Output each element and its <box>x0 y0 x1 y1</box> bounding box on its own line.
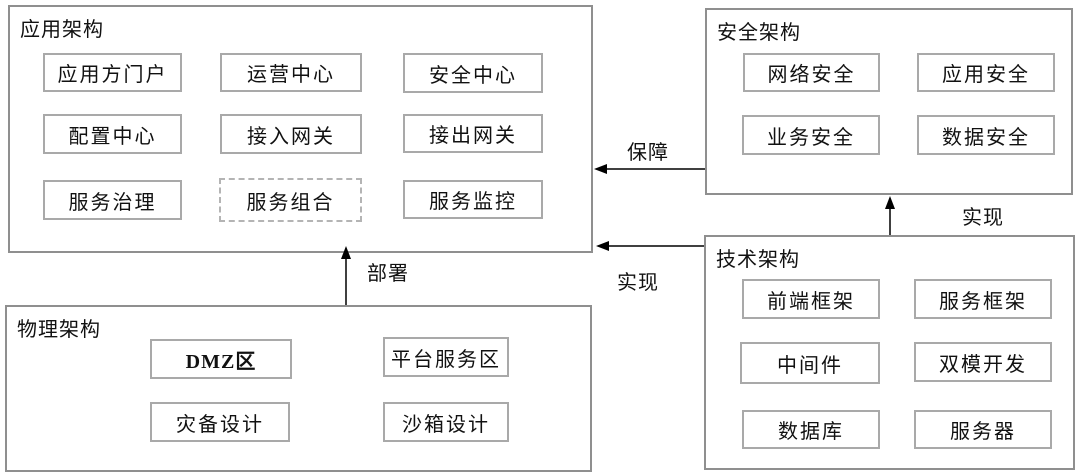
node-middleware: 中间件 <box>740 342 880 384</box>
node-server: 服务器 <box>914 410 1052 449</box>
node-network-security: 网络安全 <box>743 53 880 92</box>
panel-technical-title: 技术架构 <box>716 249 800 271</box>
panel-application-title: 应用架构 <box>20 19 104 41</box>
node-service-monitoring: 服务监控 <box>403 180 543 219</box>
node-inbound-gateway: 接入网关 <box>220 114 362 154</box>
node-service-composition: 服务组合 <box>219 178 362 222</box>
node-outbound-gateway: 接出网关 <box>403 114 543 153</box>
node-dual-mode-development: 双模开发 <box>914 342 1052 382</box>
node-business-security: 业务安全 <box>742 115 880 155</box>
panel-application-architecture: 应用架构 应用方门户 运营中心 安全中心 配置中心 接入网关 接出网关 服务治理… <box>8 5 593 253</box>
arrow-label-implement-application: 实现 <box>617 272 659 294</box>
panel-physical-architecture: 物理架构 DMZ区 平台服务区 灾备设计 沙箱设计 <box>5 305 592 472</box>
node-dmz-zone: DMZ区 <box>150 339 292 379</box>
arrow-label-deploy: 部署 <box>367 263 409 285</box>
arrow-implement-security <box>885 196 895 235</box>
panel-technical-architecture: 技术架构 前端框架 服务框架 中间件 双模开发 数据库 服务器 <box>704 235 1075 470</box>
node-config-center: 配置中心 <box>43 114 182 154</box>
node-application-security: 应用安全 <box>917 53 1055 92</box>
node-operations-center: 运营中心 <box>220 53 362 92</box>
node-app-portal: 应用方门户 <box>43 53 182 92</box>
node-frontend-framework: 前端框架 <box>742 279 880 319</box>
arrow-label-guarantee: 保障 <box>627 142 669 164</box>
panel-security-title: 安全架构 <box>717 22 801 44</box>
arrow-guarantee <box>594 164 705 174</box>
arrow-label-implement-security: 实现 <box>962 207 1004 229</box>
node-data-security: 数据安全 <box>917 115 1055 155</box>
node-sandbox-design: 沙箱设计 <box>383 402 509 442</box>
arrow-deploy <box>341 246 351 305</box>
node-service-governance: 服务治理 <box>43 180 182 220</box>
node-service-framework: 服务框架 <box>914 279 1052 319</box>
node-disaster-recovery-design: 灾备设计 <box>150 402 290 442</box>
node-database: 数据库 <box>742 410 880 449</box>
panel-security-architecture: 安全架构 网络安全 应用安全 业务安全 数据安全 <box>705 8 1073 195</box>
node-security-center: 安全中心 <box>403 53 543 93</box>
panel-physical-title: 物理架构 <box>17 319 101 341</box>
arrow-implement-application <box>596 241 704 251</box>
node-platform-service-zone: 平台服务区 <box>383 337 509 377</box>
